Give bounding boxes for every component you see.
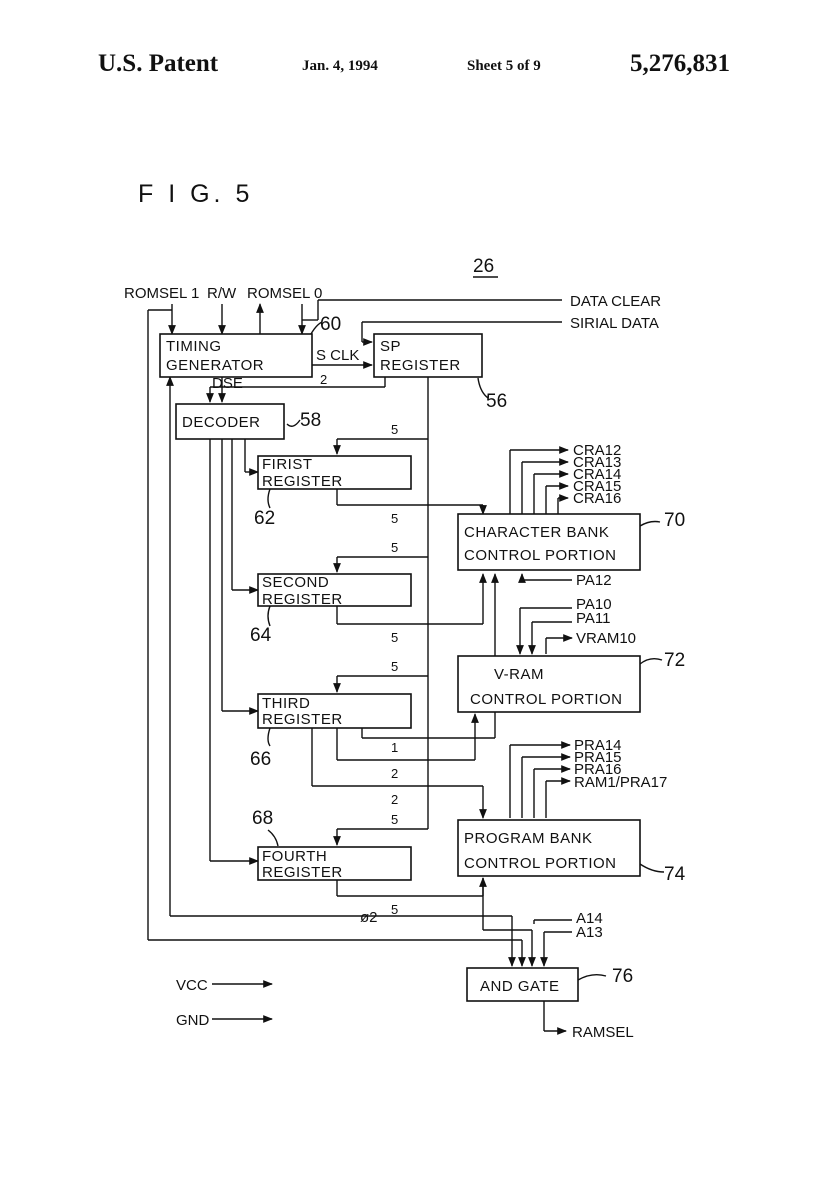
block-timing-generator: TIMING GENERATOR 60 [159,314,341,378]
sheet-number: Sheet 5 of 9 [467,58,541,74]
signal-cra14: CRA14 [573,466,621,483]
signal-ramsel: RAMSEL [572,1024,634,1041]
second-register-ref: 64 [250,625,272,646]
fourth-register-ref: 68 [252,808,273,829]
signal-phi2: ø2 [360,909,378,926]
block-first-register: FIRIST REGISTER 62 [254,455,412,529]
signal-ram1-pra17: RAM1/PRA17 [574,774,667,791]
bus-width-first-out: 5 [391,511,398,526]
vram-control-line1: V-RAM [494,666,544,683]
bus-width-first-in: 5 [391,422,398,437]
block-character-bank-control: CHARACTER BANK CONTROL PORTION 70 [457,510,685,571]
sp-register-ref: 56 [486,391,507,412]
and-gate-ref: 76 [612,966,633,987]
signal-cra13: CRA13 [573,454,621,471]
signal-romsel1: ROMSEL 1 [124,285,199,302]
timing-generator-line2: GENERATOR [166,357,264,374]
bus-width-fourth-out: 5 [391,902,398,917]
bus-width-third-out-a: 1 [391,740,398,755]
sp-register-line2: REGISTER [380,357,461,374]
program-bank-ref: 74 [664,864,686,885]
figure-reference: 26 [473,256,494,277]
signal-a13: A13 [576,924,603,941]
character-bank-line1: CHARACTER BANK [464,524,609,541]
block-program-bank-control: PROGRAM BANK CONTROL PORTION 74 [457,819,686,885]
second-register-line2: REGISTER [262,591,343,608]
figure-label: F I G. 5 [138,180,254,208]
decoder-ref: 58 [300,410,321,431]
timing-generator-ref: 60 [320,314,341,335]
sp-register-line1: SP [380,338,401,355]
decoder-label: DECODER [182,414,261,431]
patent-number: 5,276,831 [630,50,730,77]
bus-width-third-in: 5 [391,659,398,674]
signal-vram10: VRAM10 [576,630,636,647]
vram-control-ref: 72 [664,650,685,671]
signal-serial-data: SIRIAL DATA [570,315,659,332]
signal-rw: R/W [207,285,237,302]
bus-width-third-out-b: 2 [391,766,398,781]
first-register-line1: FIRIST [262,456,313,473]
signal-cra16: CRA16 [573,490,621,507]
third-register-line1: THIRD [262,695,310,712]
block-and-gate: AND GATE 76 [466,966,633,1002]
and-gate-label: AND GATE [480,978,560,995]
signal-pa12: PA12 [576,572,612,589]
block-third-register: THIRD REGISTER 66 [250,693,412,770]
signal-gnd: GND [176,1012,210,1029]
signal-pra15: PRA15 [574,749,622,766]
signal-sclk: S CLK [316,347,359,364]
bus-width-third-out-c: 2 [391,792,398,807]
signal-pa10: PA10 [576,596,612,613]
fourth-register-line1: FOURTH [262,848,327,865]
signal-romsel0: ROMSEL 0 [247,285,322,302]
signal-dse: DSE [212,375,243,392]
patent-date: Jan. 4, 1994 [302,58,378,74]
wiring [147,299,665,1035]
block-vram-control: V-RAM CONTROL PORTION 72 [457,650,685,713]
block-sp-register: SP REGISTER 56 [373,333,507,412]
program-bank-line2: CONTROL PORTION [464,855,617,872]
program-bank-line1: PROGRAM BANK [464,830,593,847]
signal-cra12: CRA12 [573,442,621,459]
bus-width-second-out: 5 [391,630,398,645]
timing-generator-line1: TIMING [166,338,222,355]
signal-pra14: PRA14 [574,737,622,754]
signal-pa11: PA11 [576,610,610,627]
block-decoder: DECODER 58 [175,403,321,440]
character-bank-line2: CONTROL PORTION [464,547,617,564]
third-register-line2: REGISTER [262,711,343,728]
bus-width-sp-timing: 2 [320,372,327,387]
block-fourth-register: FOURTH REGISTER 68 [252,808,412,881]
signal-cra15: CRA15 [573,478,621,495]
bus-width-second-in: 5 [391,540,398,555]
signal-vcc: VCC [176,977,208,994]
signal-a14: A14 [576,910,603,927]
patent-title: U.S. Patent [98,50,219,77]
character-bank-ref: 70 [664,510,685,531]
second-register-line1: SECOND [262,574,329,591]
fourth-register-line2: REGISTER [262,864,343,881]
vram-control-line2: CONTROL PORTION [470,691,623,708]
signal-data-clear: DATA CLEAR [570,293,661,310]
signal-pra16: PRA16 [574,761,622,778]
third-register-ref: 66 [250,749,271,770]
block-second-register: SECOND REGISTER 64 [250,573,412,646]
first-register-ref: 62 [254,508,275,529]
bus-width-fourth-in: 5 [391,812,398,827]
first-register-line2: REGISTER [262,473,343,490]
